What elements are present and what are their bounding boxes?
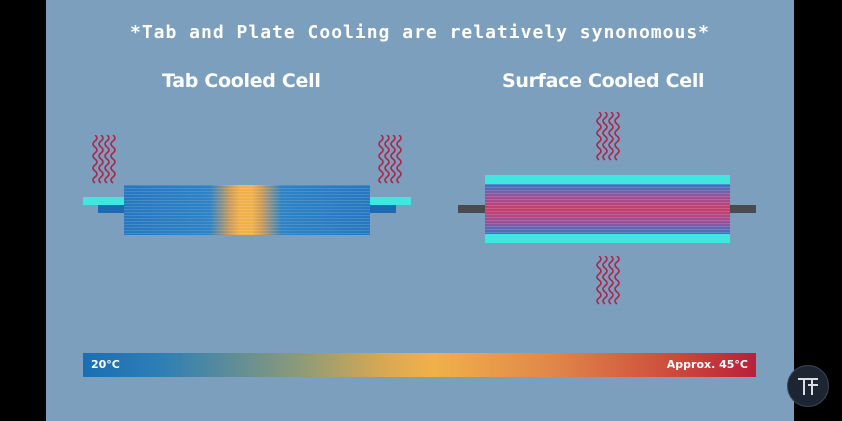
tab-cell-title: Tab Cooled Cell (162, 70, 321, 92)
diagram-stage: *Tab and Plate Cooling are relatively sy… (46, 0, 794, 421)
channel-logo-glyph (798, 378, 818, 395)
tab-cell-body (124, 185, 370, 235)
tab-cell-right-tab (368, 205, 396, 213)
scale-high-label: Approx. 45°C (666, 358, 748, 371)
tab-cell-left-tab (98, 205, 126, 213)
tab-cell-right-cooling-plate (370, 197, 411, 205)
tab-cell-left-cooling-plate (83, 197, 126, 205)
surface-cell-body (485, 184, 730, 234)
heat-wave-icon (596, 112, 620, 161)
surface-cell-right-tab (728, 205, 756, 213)
surface-cell-bottom-cooling-plate (485, 234, 730, 243)
temperature-scale: 20°C Approx. 45°C (83, 353, 756, 377)
heat-wave-icon (378, 135, 402, 184)
surface-cell-top-cooling-plate (485, 175, 730, 184)
surface-cell-left-tab (458, 205, 486, 213)
surface-cell-title: Surface Cooled Cell (502, 70, 705, 92)
scale-low-label: 20°C (91, 358, 120, 371)
banner-note: *Tab and Plate Cooling are relatively sy… (129, 22, 710, 43)
heat-wave-icon (596, 256, 620, 305)
channel-logo-icon[interactable] (787, 365, 829, 407)
heat-wave-icon (92, 135, 116, 184)
